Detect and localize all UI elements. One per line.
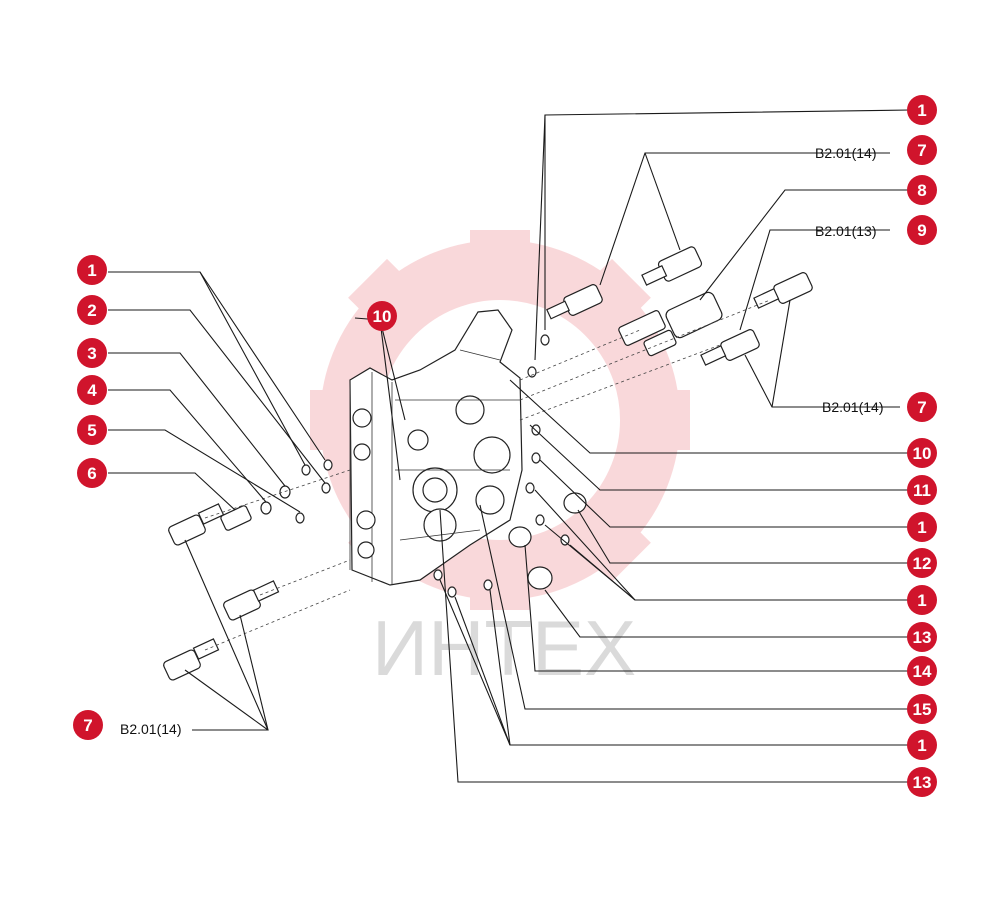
svg-text:7: 7 — [917, 398, 926, 417]
svg-text:15: 15 — [913, 700, 932, 719]
callout-13-bottom: 13 — [907, 767, 937, 797]
svg-text:8: 8 — [917, 181, 926, 200]
solenoid-valve-left-3 — [163, 638, 220, 681]
svg-text:9: 9 — [917, 221, 926, 240]
callout-14: 14 — [907, 656, 937, 686]
svg-text:7: 7 — [83, 716, 92, 735]
svg-text:1: 1 — [917, 736, 926, 755]
solenoid-valve-3 — [753, 272, 813, 309]
callout-9: 9 B2.01(13) — [815, 215, 937, 245]
svg-text:11: 11 — [913, 481, 931, 500]
callout-1-left: 1 — [77, 255, 107, 285]
leader-lines — [108, 109, 911, 783]
callout-6: 6 — [77, 458, 107, 488]
svg-text:6: 6 — [87, 464, 96, 483]
callout-1-r3: 1 — [907, 585, 937, 615]
svg-text:1: 1 — [917, 101, 926, 120]
ref-label: B2.01(13) — [815, 223, 876, 239]
callout-12: 12 — [907, 548, 937, 578]
svg-text:1: 1 — [917, 518, 926, 537]
solenoid-valve-2 — [641, 246, 703, 286]
svg-text:7: 7 — [917, 141, 926, 160]
callout-4: 4 — [77, 375, 107, 405]
callout-10-right: 10 — [907, 438, 937, 468]
solenoid-valve-large — [618, 291, 723, 357]
svg-text:3: 3 — [87, 344, 96, 363]
callout-8: 8 — [907, 175, 937, 205]
watermark-text: ИНТЕХ — [372, 604, 636, 692]
svg-text:14: 14 — [913, 662, 932, 681]
callout-1-r2: 1 — [907, 512, 937, 542]
callout-15: 15 — [907, 694, 937, 724]
svg-text:1: 1 — [917, 591, 926, 610]
plugs — [508, 492, 587, 590]
ref-label: B2.01(14) — [815, 145, 876, 161]
callout-7-left: 7 B2.01(14) — [73, 710, 181, 740]
callout-7-b: 7 B2.01(14) — [822, 392, 937, 422]
svg-text:12: 12 — [913, 554, 932, 573]
ref-label: B2.01(14) — [822, 399, 883, 415]
ref-label: B2.01(14) — [120, 721, 181, 737]
svg-text:5: 5 — [87, 421, 96, 440]
solenoid-valve-4 — [700, 329, 760, 366]
solenoid-valve-left-2 — [223, 580, 280, 621]
svg-text:10: 10 — [913, 444, 932, 463]
callout-1-r4: 1 — [907, 730, 937, 760]
svg-text:1: 1 — [87, 261, 96, 280]
svg-text:10: 10 — [373, 307, 392, 326]
solenoid-valve-1 — [546, 284, 603, 320]
callout-2: 2 — [77, 295, 107, 325]
solenoid-valve-left-1 — [168, 503, 252, 546]
callout-13-right: 13 — [907, 622, 937, 652]
svg-text:13: 13 — [913, 773, 932, 792]
callout-1-top: 1 — [907, 95, 937, 125]
callout-7-a: 7 B2.01(14) — [815, 135, 937, 165]
svg-text:4: 4 — [87, 381, 97, 400]
callout-10-top: 10 — [367, 301, 397, 331]
callout-5: 5 — [77, 415, 107, 445]
svg-text:13: 13 — [913, 628, 932, 647]
svg-text:2: 2 — [87, 301, 96, 320]
valve-body — [349, 309, 523, 586]
callout-11: 11 — [907, 475, 937, 505]
callout-3: 3 — [77, 338, 107, 368]
